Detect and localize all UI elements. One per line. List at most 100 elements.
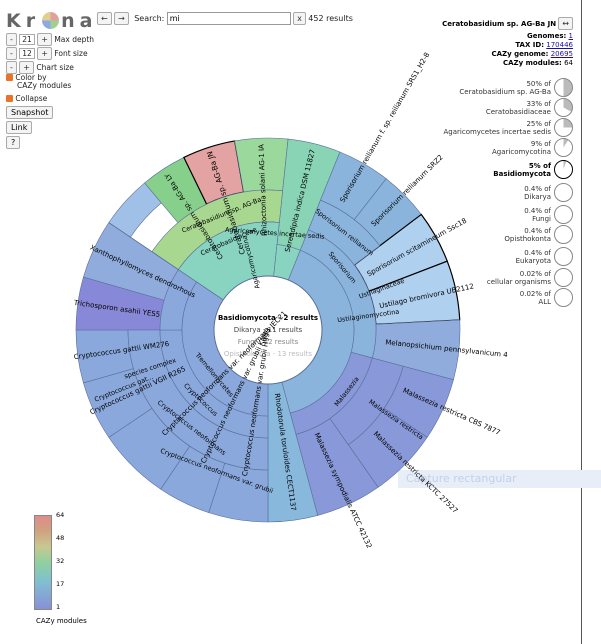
legend-tick: 48 <box>56 534 65 542</box>
collapse-checkbox[interactable] <box>6 95 13 102</box>
center-text: Opisthokonta - 13 results <box>224 350 312 358</box>
logo-text-right: na <box>61 10 98 32</box>
rank-percent: 0.4% of <box>524 206 551 215</box>
wedge-label: Rhizoctonia solani AG-1 IA <box>258 144 269 236</box>
rank-percent: 33% of <box>526 99 551 108</box>
font-size-plus-button[interactable]: + <box>37 47 52 60</box>
rank-pie-icon <box>554 183 573 202</box>
rank-name: Fungi <box>532 214 551 223</box>
max-depth-control: - 21 + Max depth <box>6 33 94 46</box>
legend-tick: 32 <box>56 557 65 565</box>
font-size-minus-button[interactable]: - <box>6 47 17 60</box>
panel-divider <box>581 0 582 644</box>
rank-pie-icon <box>554 247 573 266</box>
info-title-text: Ceratobasidium sp. AG-Ba JN <box>442 20 557 28</box>
search-bar: ← → Search: x 452 results <box>97 12 353 25</box>
taxid-label: TAX ID: <box>515 41 545 49</box>
collapse-label: Collapse <box>15 94 48 103</box>
genomes-label: Genomes: <box>527 32 567 40</box>
rank-pie-icon <box>554 98 573 117</box>
rank-name: cellular organisms <box>486 277 551 286</box>
genus-wedge[interactable] <box>329 357 404 446</box>
legend-tick: 17 <box>56 580 65 588</box>
center-text: Fungi - 12 results <box>238 338 299 346</box>
forward-button[interactable]: → <box>114 12 129 25</box>
rank-percent: 9% of <box>530 139 551 148</box>
rank-percent: 0.02% of <box>519 269 551 278</box>
font-size-value[interactable]: 12 <box>19 48 35 59</box>
collapse-control: Collapse <box>6 94 47 103</box>
rank-pie-icon <box>554 268 573 287</box>
color-legend: 64 48 32 17 1 CAZy modules <box>34 511 114 630</box>
max-depth-minus-button[interactable]: - <box>6 33 17 46</box>
cazy-modules-label: CAZy modules: <box>503 59 562 67</box>
snapshot-button[interactable]: Snapshot <box>6 106 54 119</box>
font-size-control: - 12 + Font size <box>6 47 88 60</box>
rank-pie-icon <box>554 160 573 179</box>
rank-name: Agaricomycetes incertae sedis <box>443 127 552 136</box>
search-label: Search: <box>134 14 165 23</box>
rank-name: Opisthokonta <box>504 234 551 243</box>
color-gradient-bar <box>34 515 52 610</box>
color-by-label-1: Color by <box>15 73 47 82</box>
search-input[interactable] <box>166 12 291 25</box>
chart-size-control: - + Chart size <box>6 61 74 74</box>
spacer[interactable] <box>108 222 179 270</box>
genomes-link[interactable]: 1 <box>568 32 573 40</box>
logo-text-left: Kr <box>6 10 41 32</box>
rank-percent: 50% of <box>526 79 551 88</box>
legend-tick: 64 <box>56 511 65 519</box>
capture-overlay-text: Capture rectangular <box>398 470 601 488</box>
color-by-label-2: CAZy modules <box>17 81 72 90</box>
rank-pie-icon <box>554 118 573 137</box>
back-button[interactable]: ← <box>97 12 112 25</box>
sunburst-center[interactable] <box>213 275 323 385</box>
max-depth-plus-button[interactable]: + <box>37 33 52 46</box>
clear-search-button[interactable]: x <box>293 12 306 25</box>
rank-percent: 0.4% of <box>524 226 551 235</box>
max-depth-value[interactable]: 21 <box>19 34 35 45</box>
max-depth-label: Max depth <box>54 35 95 44</box>
rank-pie-icon <box>554 78 573 97</box>
chart-size-minus-button[interactable]: - <box>6 61 17 74</box>
logo-wheel-icon <box>42 12 60 29</box>
rank-pie-icon <box>554 225 573 244</box>
rank-name: Ceratobasidiaceae <box>485 107 551 116</box>
legend-tick: 1 <box>56 603 61 611</box>
legend-label: CAZy modules <box>36 617 87 625</box>
chart-size-plus-button[interactable]: + <box>19 61 34 74</box>
cazy-genome-link[interactable]: 20695 <box>550 50 573 58</box>
rank-percent: 0.4% of <box>524 184 551 193</box>
rank-name: Eukaryota <box>515 256 551 265</box>
link-button[interactable]: Link <box>6 121 33 134</box>
color-by-control: Color by CAZy modules <box>6 74 71 90</box>
rank-percent: 0.4% of <box>524 248 551 257</box>
expand-info-button[interactable]: ↔ <box>558 17 573 30</box>
chart-size-label: Chart size <box>36 63 74 72</box>
rank-percent: 5% of <box>528 161 551 170</box>
rank-pie-icon <box>554 288 573 307</box>
center-text: Basidiomycota - 2 results <box>218 314 318 322</box>
search-results-count: 452 results <box>308 14 353 23</box>
help-button[interactable]: ? <box>6 136 21 149</box>
rank-pie-icon <box>554 138 573 157</box>
info-details: Genomes: 1 TAX ID: 170446 CAZy genome: 2… <box>491 32 573 68</box>
color-by-checkbox[interactable] <box>6 74 13 81</box>
taxid-link[interactable]: 170446 <box>546 41 573 49</box>
info-title: Ceratobasidium sp. AG-Ba JN ↔ <box>442 17 573 30</box>
cazy-genome-label: CAZy genome: <box>491 50 549 58</box>
font-size-label: Font size <box>54 49 88 58</box>
